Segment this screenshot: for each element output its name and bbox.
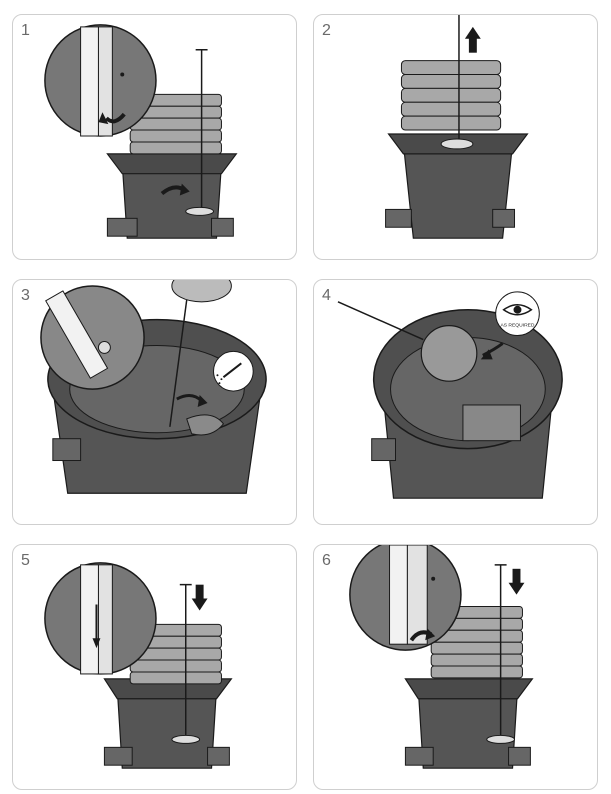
step-panel-4: 4 AS REQUIRED: [313, 279, 598, 525]
eye-icon: [495, 291, 540, 337]
step-number: 1: [21, 22, 30, 39]
up-arrow-icon: [464, 26, 481, 53]
step-number: 6: [322, 552, 331, 569]
step-1-illustration: [44, 24, 238, 239]
step-panel-6: 6: [313, 544, 598, 790]
step-number: 3: [21, 287, 30, 304]
spray-icon: [213, 350, 254, 392]
step-3-illustration: [40, 280, 267, 494]
step-panel-2: 2: [313, 14, 598, 260]
step-panel-3: 3: [12, 279, 297, 525]
down-arrow-icon: [191, 584, 208, 611]
step-number: 2: [322, 22, 331, 39]
step-panel-5: 5: [12, 544, 297, 790]
as-required-label: AS REQUIRED: [500, 323, 534, 329]
step-number: 4: [322, 287, 331, 304]
step-2-illustration: [385, 15, 529, 239]
step-4-illustration: AS REQUIRED: [337, 291, 563, 499]
curved-arrow-icon: [482, 342, 504, 357]
down-arrow-icon: [508, 568, 525, 595]
step-panel-1: 1: [12, 14, 297, 260]
step-5-illustration: [44, 562, 233, 769]
step-number: 5: [21, 552, 30, 569]
step-6-illustration: [349, 545, 534, 769]
